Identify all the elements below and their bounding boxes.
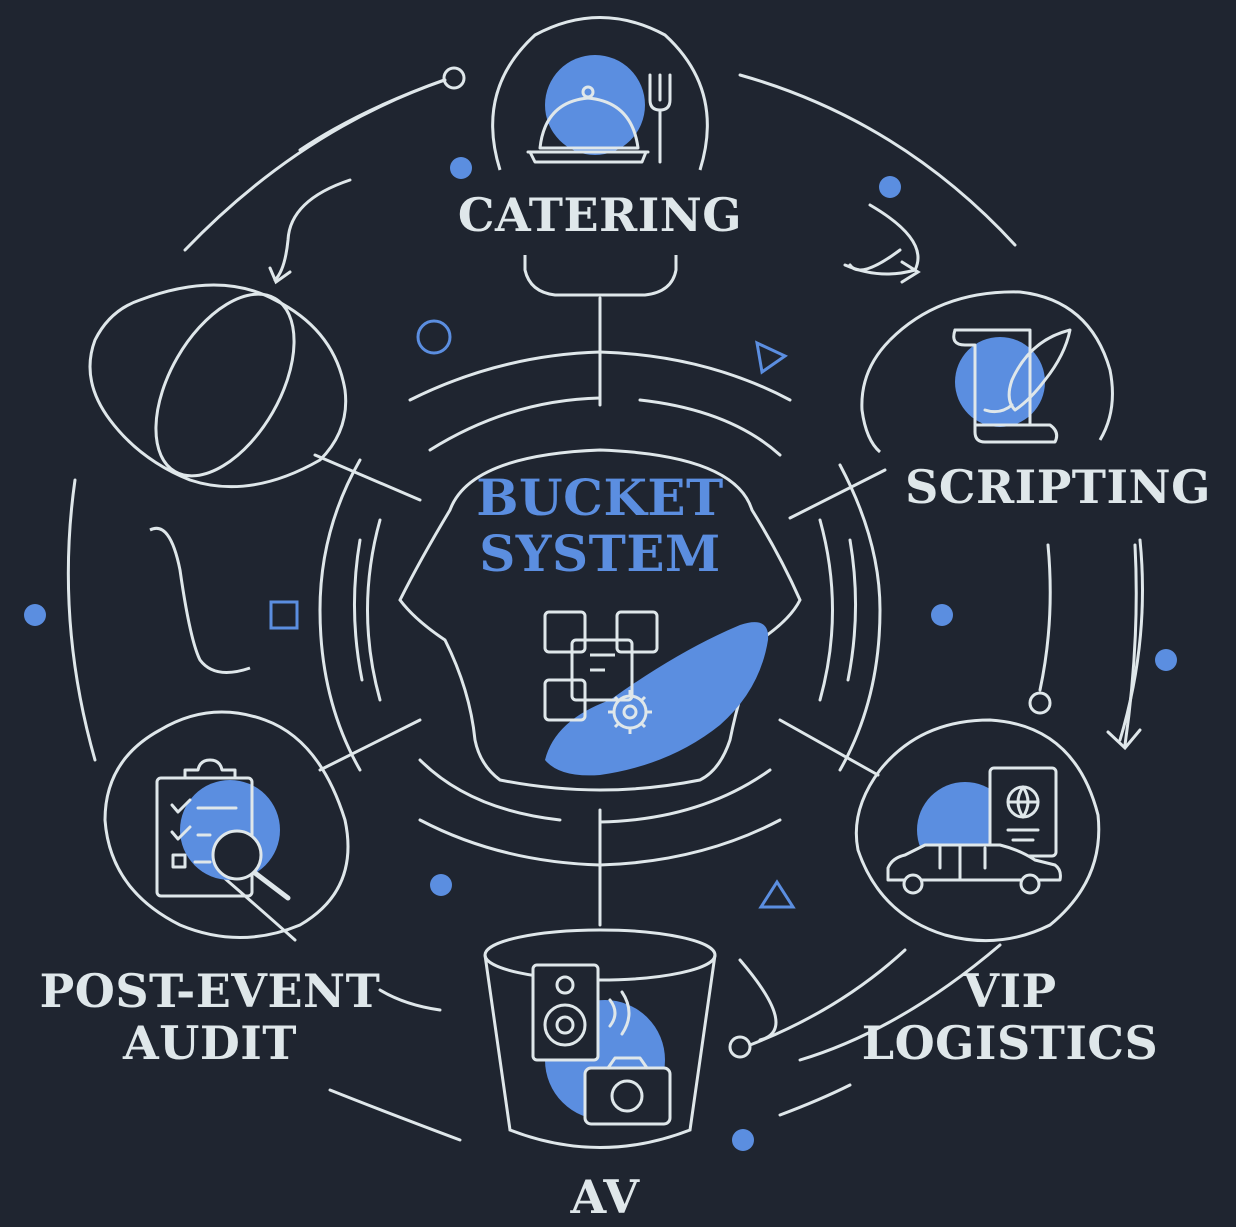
center-bucket (398, 448, 802, 792)
spokes (313, 296, 887, 927)
scripting-node (860, 290, 1114, 454)
catering-node (491, 16, 709, 297)
empty-bucket-icon (88, 283, 348, 674)
qr-gear-icon (543, 610, 659, 734)
vip-label-line1: VIP (963, 964, 1057, 1018)
decorative-shapes (269, 319, 796, 909)
speaker-camera-icon (531, 963, 672, 1126)
catering-label-text: CATERING (457, 188, 743, 242)
food-cloche-fork-icon (526, 73, 672, 164)
post-label-line2: AUDIT (123, 1015, 297, 1070)
post-label-line1: POST-EVENT (39, 964, 381, 1018)
limo-passport-icon (886, 766, 1062, 895)
post-event-audit-label: POST-EVENT AUDIT (10, 964, 410, 1070)
center-title-line1: BUCKET (476, 468, 724, 527)
av-label: AV (520, 1170, 690, 1224)
center-title: BUCKET SYSTEM (430, 470, 770, 582)
catering-label: CATERING (420, 188, 780, 242)
scroll-quill-icon (952, 328, 1072, 444)
clipboard-magnifier-icon (155, 758, 291, 901)
vip-label-line2: LOGISTICS (861, 1015, 1159, 1070)
scripting-label-text: SCRIPTING (905, 460, 1211, 514)
flow-arrows (268, 66, 1142, 1117)
post-event-node (103, 710, 350, 939)
decorative-dots (24, 157, 1177, 1151)
av-label-text: AV (570, 1170, 640, 1224)
av-node (483, 928, 717, 1149)
vip-node (854, 718, 1101, 943)
scripting-label: SCRIPTING (880, 460, 1236, 514)
vip-logistics-label: VIP LOGISTICS (840, 964, 1180, 1070)
center-title-line2: SYSTEM (479, 524, 721, 583)
